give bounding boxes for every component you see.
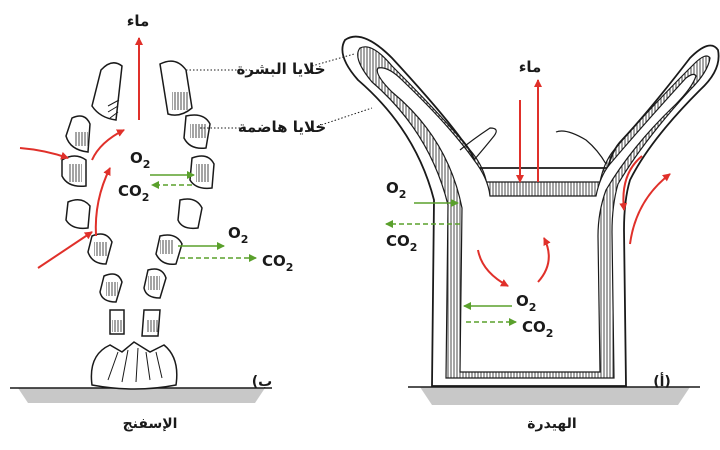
- cell-labels: خلايا البشرة خلايا هاضمة: [186, 53, 373, 136]
- sponge-figure: O2 CO2 O2 CO2 ماء الإسفنج (ب: [10, 12, 293, 432]
- digestive-label: خلايا هاضمة: [238, 118, 326, 136]
- sponge-water-arrows: [19, 37, 143, 269]
- hydra-water-curl-1: [477, 249, 509, 287]
- digestive-leader-right: [317, 107, 373, 127]
- sponge-water-in-arrow-1: [19, 147, 69, 160]
- hydra-left-tentacle-rim: [459, 127, 497, 161]
- sponge-ground: [18, 388, 265, 403]
- hydra-title: الهيدرة: [527, 416, 576, 432]
- epidermis-leader-right: [311, 53, 355, 67]
- hydra-right-tentacle-rim: [555, 130, 607, 165]
- hydra-water-label: ماء: [519, 58, 542, 76]
- hydra-water-curl-3: [629, 173, 671, 245]
- hydra-water-curl-4: [619, 155, 643, 211]
- hydra-cavity: [376, 67, 697, 373]
- sponge-title: الإسفنج: [123, 416, 178, 432]
- sponge-co2-label-2: CO2: [262, 252, 293, 274]
- hydra-co2-label-1: CO2: [386, 232, 417, 254]
- hydra-water-arrows: [477, 79, 671, 287]
- hydra-gas-arrows: [385, 199, 517, 326]
- sponge-co2-label-1: CO2: [118, 182, 149, 204]
- hydra-figure: O2 CO2 O2 CO2 ماء الهيدرة (أ): [341, 35, 720, 432]
- epidermis-label: خلايا البشرة: [236, 60, 325, 78]
- hydra-water-curl-2: [537, 237, 551, 283]
- hydra-figure-tag: (أ): [653, 372, 671, 390]
- sponge-water-in-arrow-4: [37, 231, 93, 269]
- hydra-o2-label-1: O2: [386, 179, 406, 201]
- hydra-o2-label-2: O2: [516, 292, 536, 314]
- sponge-base: [90, 341, 178, 390]
- sponge-water-label: ماء: [127, 12, 150, 30]
- sponge-o2-label-2: O2: [228, 224, 248, 246]
- sponge-gas-arrows: [150, 171, 257, 262]
- sponge-figure-tag: (ب: [252, 374, 272, 390]
- sponge-right-cells: [141, 60, 215, 337]
- hydra-co2-label-2: CO2: [522, 318, 553, 340]
- sponge-water-in-arrow-2: [91, 129, 125, 161]
- sponge-o2-label-1: O2: [130, 149, 150, 171]
- sponge-water-in-arrow-3: [94, 167, 111, 237]
- hydra-ground: [420, 387, 690, 405]
- sponge-left-cells: [61, 62, 125, 335]
